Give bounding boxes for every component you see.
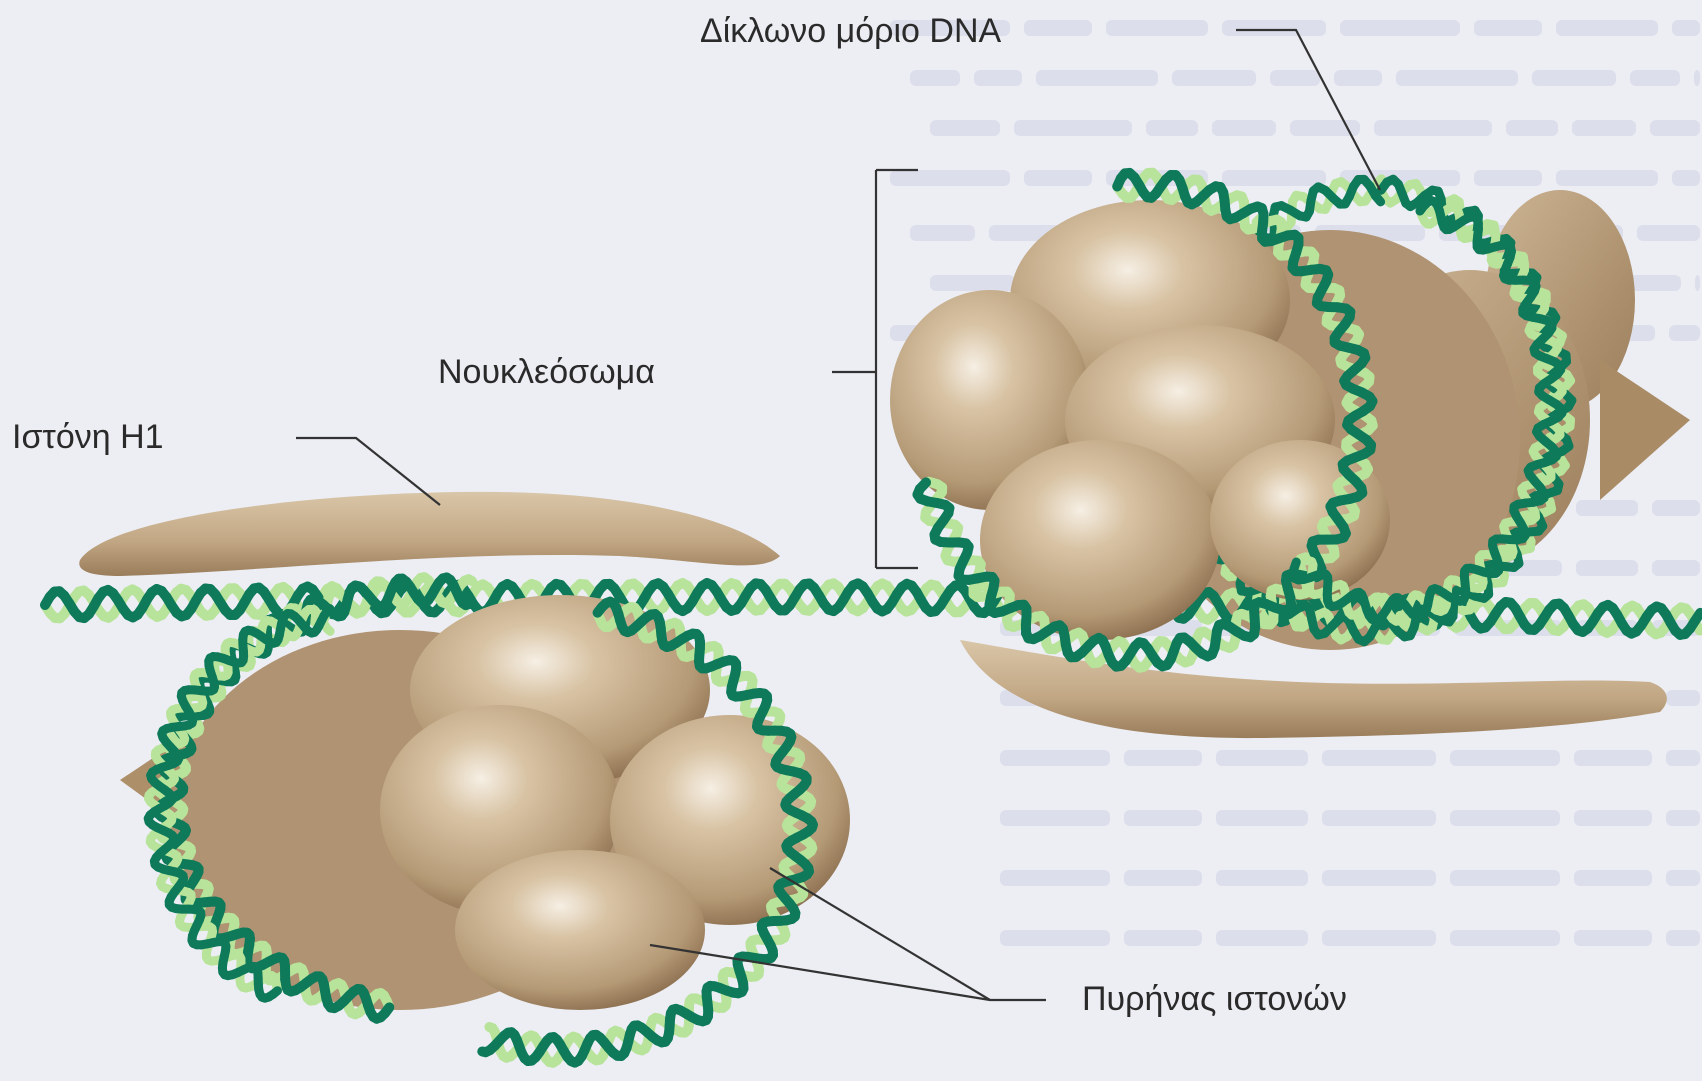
background-text-block <box>1124 930 1202 946</box>
dna-label: Δίκλωνο μόριο DNA <box>700 14 1001 48</box>
histone-h1-label: Ιστόνη Η1 <box>12 420 164 454</box>
background-text-block <box>1000 750 1110 766</box>
background-text-block <box>1036 70 1158 86</box>
histone-protein <box>455 850 705 1010</box>
background-text-block <box>1024 20 1092 36</box>
background-text-block <box>1652 500 1700 516</box>
background-text-block <box>1000 930 1110 946</box>
background-text-block <box>1637 225 1700 241</box>
background-text-block <box>974 70 1022 86</box>
background-text-block <box>1124 870 1202 886</box>
background-text-block <box>1212 120 1276 136</box>
background-text-block <box>1666 870 1700 886</box>
dna-strand-segment <box>469 579 472 581</box>
background-text-block <box>1694 70 1700 86</box>
background-text-block <box>1574 750 1652 766</box>
dna-strand-segment <box>1375 196 1380 202</box>
background-text-block <box>1652 560 1700 576</box>
background-text-block <box>1474 170 1542 186</box>
background-text-block <box>1146 120 1198 136</box>
background-text-block <box>1574 810 1652 826</box>
histone-back-lobe <box>1600 360 1690 500</box>
background-text-block <box>1556 20 1658 36</box>
dna-strand-segment <box>466 604 470 605</box>
background-text-block <box>1124 810 1202 826</box>
background-text-block <box>1322 870 1436 886</box>
background-text-block <box>1474 20 1542 36</box>
dna-strand-segment <box>1294 562 1296 569</box>
nucleosome-label: Νουκλεόσωμα <box>438 355 655 389</box>
background-text-block <box>1322 810 1436 826</box>
background-text-block <box>1270 70 1320 86</box>
dna-strand-segment <box>327 629 330 632</box>
background-text-block <box>1576 560 1638 576</box>
background-text-block <box>910 225 975 241</box>
histone-core-label: Πυρήνας ιστονών <box>1082 982 1347 1016</box>
background-text-block <box>1450 750 1560 766</box>
dna-strand-segment <box>327 609 330 612</box>
background-text-block <box>1000 870 1110 886</box>
background-text-block <box>1014 120 1132 136</box>
background-text-block <box>1666 810 1700 826</box>
histone-h1 <box>79 492 780 576</box>
background-text-block <box>1556 170 1658 186</box>
background-text-block <box>1334 70 1382 86</box>
background-text-block <box>930 275 1015 291</box>
background-text-block <box>910 70 960 86</box>
background-text-block <box>1666 690 1700 706</box>
background-text-block <box>1396 70 1518 86</box>
background-text-block <box>1000 810 1110 826</box>
background-text-block <box>1172 70 1256 86</box>
background-text-block <box>1322 930 1436 946</box>
background-text-block <box>1576 500 1638 516</box>
background-text-block <box>1672 170 1700 186</box>
background-text-block <box>1532 70 1616 86</box>
leader-histone-core <box>650 945 990 1000</box>
dna-strand-segment <box>920 482 926 488</box>
background-text-block <box>1216 810 1308 826</box>
background-text-block <box>1450 810 1560 826</box>
background-text-block <box>1669 325 1700 341</box>
dna-strand-segment <box>489 1027 492 1028</box>
background-text-block <box>1322 750 1436 766</box>
background-text-block <box>890 170 1010 186</box>
background-text-block <box>1672 20 1700 36</box>
background-text-block <box>1666 930 1700 946</box>
background-text-block <box>1574 930 1652 946</box>
background-text-block <box>1124 750 1202 766</box>
background-text-block <box>1222 170 1326 186</box>
dna-strand-segment <box>482 1051 485 1052</box>
background-text-block <box>1572 120 1636 136</box>
background-text-block <box>1450 930 1560 946</box>
background-text-block <box>1216 930 1308 946</box>
background-text-block <box>1666 750 1700 766</box>
background-text-block <box>1106 20 1208 36</box>
background-text-block <box>1506 120 1558 136</box>
background-text-block <box>1216 750 1308 766</box>
background-text-block <box>1574 870 1652 886</box>
background-text-block <box>1340 20 1460 36</box>
background-text-block <box>1024 170 1092 186</box>
background-text-block <box>1222 20 1326 36</box>
background-text-block <box>1630 70 1680 86</box>
background-text-block <box>1450 870 1560 886</box>
dna-strand-segment <box>1695 613 1700 621</box>
background-text-block <box>1695 275 1700 291</box>
background-text-block <box>1650 120 1700 136</box>
background-text-block <box>1216 870 1308 886</box>
background-text-block <box>1374 120 1492 136</box>
leader-dna <box>1236 30 1380 190</box>
background-text-block <box>930 120 1000 136</box>
